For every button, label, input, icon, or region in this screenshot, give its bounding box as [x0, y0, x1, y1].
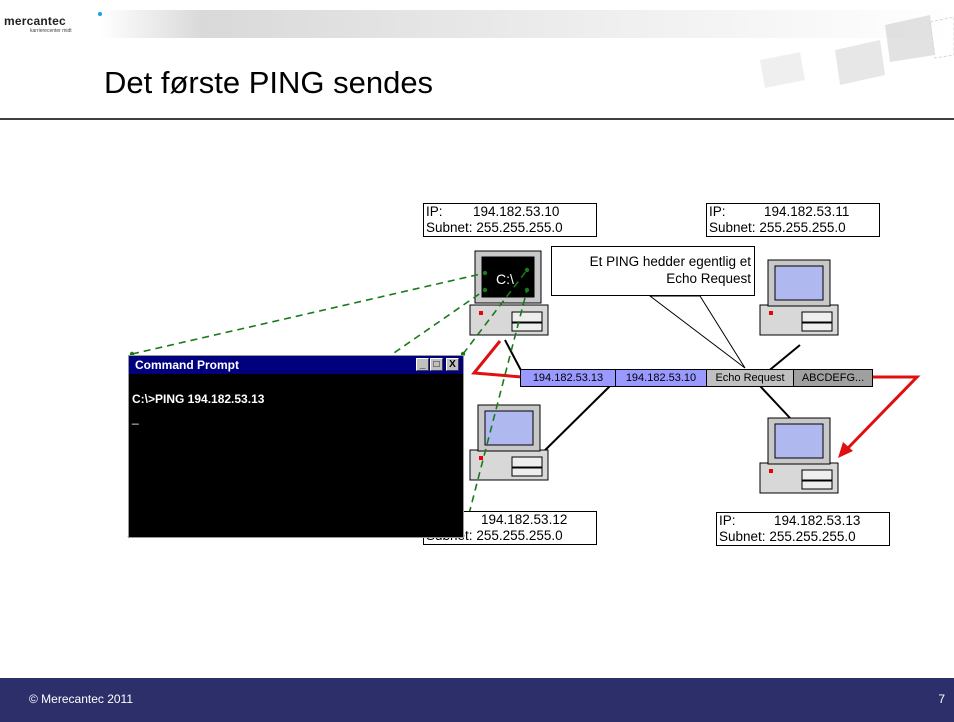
- packet-type: Echo Request: [706, 369, 794, 387]
- packet-path-delivery: [846, 375, 921, 450]
- footer-copyright: © Merecantec 2011: [29, 692, 134, 706]
- brand-logo: mercantec: [4, 14, 66, 28]
- page-number: 7: [938, 692, 945, 706]
- header-decoration-icon: [760, 15, 954, 88]
- packet-payload: ABCDEFG...: [793, 369, 873, 387]
- screen-prompt: C:\: [496, 271, 514, 287]
- host-label-pc10: IP:194.182.53.10 Subnet: 255.255.255.0: [423, 203, 597, 237]
- callout-text: Et PING hedder egentlig et Echo Request: [553, 253, 751, 287]
- logo-dot: [98, 12, 102, 16]
- computer-icon-pc13: [759, 417, 839, 494]
- minimize-button[interactable]: _: [416, 358, 429, 371]
- packet-path-out: [471, 340, 523, 379]
- host-label-pc13: IP:194.182.53.13 Subnet: 255.255.255.0: [716, 512, 890, 546]
- restore-button[interactable]: □: [430, 358, 443, 371]
- header-background: [100, 10, 954, 88]
- packet-dst-ip: 194.182.53.13: [520, 369, 616, 387]
- logo-text: mercantec: [4, 14, 66, 28]
- callout-pointer: [648, 295, 746, 369]
- command-prompt-titlebar[interactable]: Command Prompt _ □ X: [129, 356, 463, 374]
- command-cursor: _: [132, 411, 139, 425]
- header-divider: [0, 118, 954, 120]
- computer-icon-pc12: [469, 404, 549, 481]
- callout-line-2: Echo Request: [666, 271, 751, 286]
- computer-icon-pc10: C:\: [469, 250, 549, 336]
- callout-box: [551, 246, 755, 296]
- network-diagram: C:\: [127, 250, 921, 538]
- packet-src-ip: 194.182.53.10: [615, 369, 707, 387]
- close-button[interactable]: X: [446, 358, 459, 371]
- slide-title: Det første PING sendes: [104, 65, 434, 100]
- logo-tagline: karrierecenter midt: [30, 28, 72, 34]
- host-label-pc11: IP:194.182.53.11 Subnet: 255.255.255.0: [706, 203, 880, 237]
- command-prompt-title: Command Prompt: [135, 358, 240, 372]
- footer-bar: © Merecantec 2011 7: [0, 678, 954, 722]
- link-pc13: [759, 385, 791, 419]
- command-prompt-window[interactable]: Command Prompt _ □ X C:\>PING 194.182.53…: [128, 355, 464, 538]
- callout-line-1: Et PING hedder egentlig et: [589, 254, 751, 269]
- command-line[interactable]: C:\>PING 194.182.53.13: [132, 392, 265, 406]
- packet-arrow-head: [838, 442, 853, 458]
- computer-icon-pc11: [759, 259, 839, 336]
